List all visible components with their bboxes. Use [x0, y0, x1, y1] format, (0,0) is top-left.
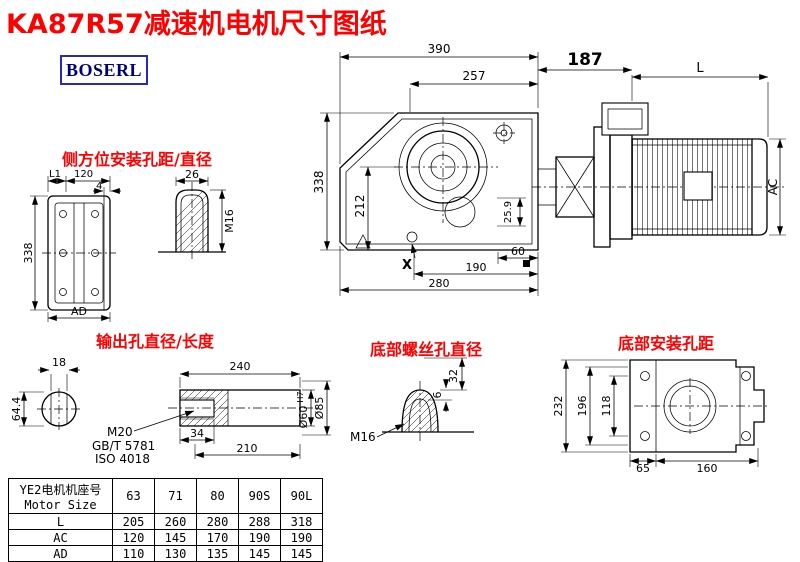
table-cell: 145: [280, 545, 323, 562]
terminal-box: [601, 102, 649, 136]
table-cell: 260: [154, 513, 197, 530]
motor-view: 187 L AC: [532, 50, 786, 248]
dim-240: 240: [230, 360, 251, 373]
dim-190: 190: [466, 261, 487, 274]
side-mount-view: L1 120 4 338 AD: [22, 169, 121, 322]
size-col-header: 90L: [280, 478, 323, 514]
dim-m16-screw: M16: [350, 430, 376, 444]
dim-18: 18: [52, 356, 66, 369]
dim-338-main: 338: [312, 171, 326, 194]
m20-tapped-hole: [179, 399, 215, 418]
plug-hole: [444, 196, 476, 228]
row-label-ac: AC: [8, 529, 113, 546]
table-header-line2: Motor Size: [24, 497, 97, 512]
table-cell: 145: [238, 545, 281, 562]
table-cell: 190: [280, 529, 323, 546]
table-cell: 170: [196, 529, 239, 546]
page-title: KA87R57减速机电机尺寸图纸: [6, 9, 387, 40]
section-mark: [523, 260, 530, 267]
label-side-mount-holes: 侧方位安装孔距/直径: [62, 150, 212, 169]
table-cell: 318: [280, 513, 323, 530]
table-cell: 280: [196, 513, 239, 530]
size-col-header: 71: [154, 478, 197, 514]
bottom-mount-view: 232 196 118 65 160: [552, 359, 770, 475]
x-marker: X: [402, 258, 412, 273]
standard-iso: ISO 4018: [95, 452, 150, 466]
dim-65: 65: [636, 462, 650, 475]
dim-210: 210: [237, 442, 258, 455]
dim-4: 4: [96, 181, 102, 192]
dim-232: 232: [552, 396, 565, 417]
mount-hole: [741, 431, 751, 441]
dim-60: 60: [511, 245, 525, 258]
mount-hole: [59, 210, 67, 218]
dim-motor-l: L: [696, 61, 704, 76]
dim-d60-tol: H7: [296, 391, 305, 402]
table-cell: 110: [112, 545, 155, 562]
mount-hole: [741, 371, 751, 381]
table-cell: 190: [238, 529, 281, 546]
table-cell: 288: [238, 513, 281, 530]
dim-32: 32: [447, 369, 460, 383]
dim-187: 187: [567, 50, 603, 70]
dim-26: 26: [185, 168, 199, 181]
dim-m20: M20: [107, 425, 133, 439]
dim-25-9: 25.9: [503, 201, 514, 223]
dim-l1: L1: [49, 169, 61, 180]
dim-196: 196: [576, 396, 589, 417]
dim-6: 6: [431, 392, 444, 399]
table-cell: 130: [154, 545, 197, 562]
mount-hole: [640, 431, 650, 441]
dim-390: 390: [428, 42, 451, 56]
row-label-l: L: [8, 513, 113, 530]
standard-gb: GB/T 5781: [92, 439, 155, 453]
size-col-header: 63: [112, 478, 155, 514]
dim-280: 280: [429, 277, 450, 290]
dim-m16-slot: M16: [223, 209, 236, 233]
nameplate: [683, 171, 713, 201]
mount-hole: [91, 288, 99, 296]
output-shaft-view: 18 64.4 240 M20 GB/T 5781 ISO 4018: [10, 356, 331, 466]
bottom-screw-view: 32 6 M16: [350, 357, 474, 444]
row-label-ad: AD: [8, 545, 113, 562]
dim-ad: AD: [71, 305, 87, 318]
brand-logo: BOSERL: [60, 55, 148, 85]
mount-hole: [640, 371, 650, 381]
dim-338-side: 338: [22, 243, 35, 264]
x-hole: [406, 231, 418, 243]
slot-hole-view: 26 M16: [158, 168, 236, 260]
dim-118: 118: [600, 396, 613, 417]
dim-d85: Ø85: [313, 397, 326, 420]
table-header-motor-size: YE2电机机座号 Motor Size: [8, 478, 113, 514]
dim-34: 34: [190, 427, 204, 440]
mount-hole: [91, 210, 99, 218]
gearbox-outline: [339, 112, 539, 251]
motor-size-table: YE2电机机座号 Motor Size 63 71 80 90S 90L L 2…: [8, 478, 323, 562]
mount-hole: [59, 288, 67, 296]
label-bottom-mount-holes: 底部安装孔距: [618, 334, 715, 353]
label-bottom-screw-hole: 底部螺丝孔直径: [370, 340, 483, 359]
base-outline: [629, 359, 765, 453]
dim-ac: AC: [766, 179, 780, 195]
dim-212: 212: [353, 195, 367, 218]
table-header-line1: YE2电机机座号: [19, 482, 102, 497]
label-output-hole: 输出孔直径/长度: [96, 332, 214, 351]
size-col-header: 80: [196, 478, 239, 514]
fan-cover: [752, 138, 768, 236]
dim-160: 160: [697, 462, 718, 475]
gearbox-front-view: 390 257 338 212 25.9 60 190 280 X: [312, 42, 539, 296]
motor-body: [631, 138, 753, 236]
table-cell: 135: [196, 545, 239, 562]
dim-257: 257: [463, 69, 486, 83]
size-col-header: 90S: [238, 478, 281, 514]
dim-64-4: 64.4: [10, 397, 23, 422]
dim-120: 120: [74, 169, 93, 180]
table-cell: 120: [112, 529, 155, 546]
dim-d60: Ø60: [297, 406, 310, 429]
table-cell: 205: [112, 513, 155, 530]
table-cell: 145: [154, 529, 197, 546]
